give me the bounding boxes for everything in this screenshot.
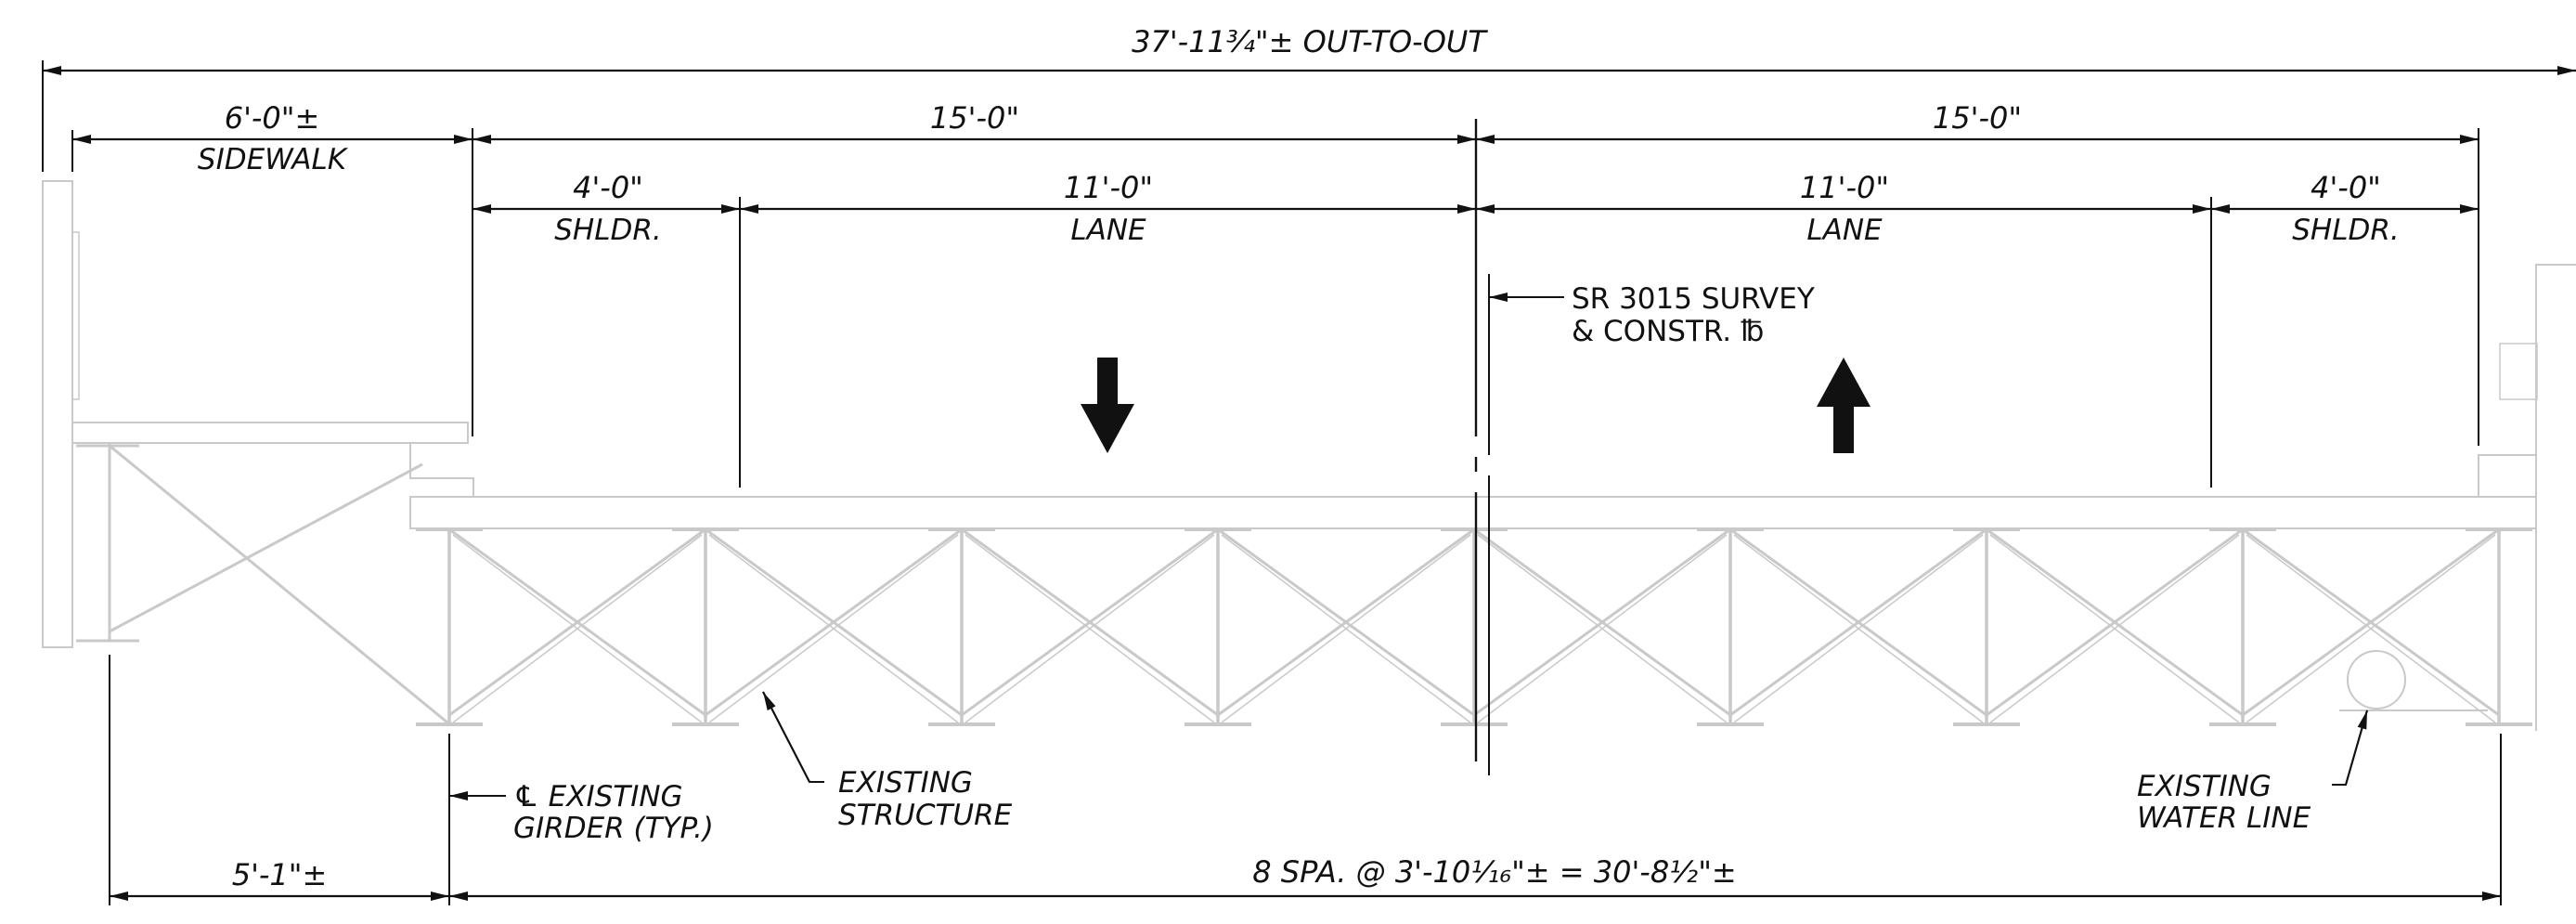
- sidewalk-dim-text: 6'-0"±: [225, 100, 320, 136]
- lane-left-dim-text: 11'-0": [1064, 170, 1153, 205]
- cross-brace-edge: [1477, 534, 1728, 723]
- traffic-arrow-up-icon: [1817, 358, 1871, 453]
- existing-girders: [416, 527, 2532, 726]
- lane-right-label: LANE: [1806, 214, 1883, 247]
- cross-brace: [1729, 527, 1987, 717]
- cross-brace-edge: [452, 534, 703, 723]
- structure-leader-arrow: [762, 691, 810, 783]
- cross-brace-edge: [964, 534, 1215, 723]
- cross-brace: [1986, 527, 2244, 717]
- girder-note-line2: GIRDER (TYP.): [513, 812, 714, 845]
- curb: [409, 443, 474, 497]
- cross-brace-edge: [1733, 534, 1984, 723]
- cross-brace-edge: [708, 534, 959, 723]
- water-note-line2: WATER LINE: [2137, 801, 2311, 835]
- cross-brace: [2242, 527, 2500, 717]
- water-line-pipe: [2347, 650, 2406, 709]
- overall-dim-text: 37'-11¾"± OUT-TO-OUT: [1132, 24, 1488, 59]
- survey-note-line2: & CONSTR. ℔: [1572, 315, 1764, 348]
- overhang-brace-2: [109, 462, 423, 633]
- lane-right-dim-text: 11'-0": [1800, 170, 1889, 205]
- cross-brace: [448, 527, 706, 717]
- structure-leader-line: [762, 691, 824, 783]
- overhang-dim-text: 5'-1"±: [232, 857, 328, 892]
- sidewalk-label: SIDEWALK: [198, 143, 349, 176]
- left-parapet: [42, 180, 73, 648]
- overhang-brace-1: [109, 444, 448, 724]
- shoulder-right-dim-text: 4'-0": [2311, 170, 2381, 205]
- cross-brace: [961, 527, 1219, 717]
- structure-note-line2: STRUCTURE: [838, 799, 1013, 832]
- dimension-lines: [42, 60, 2576, 905]
- structure-note-line1: EXISTING: [838, 766, 973, 800]
- shoulder-right-label: SHLDR.: [2292, 214, 2400, 247]
- sidewalk-slab: [71, 422, 469, 444]
- right-parapet: [2535, 264, 2576, 731]
- cross-brace: [1473, 527, 1731, 717]
- girder-note-line1: ℄ EXISTING: [513, 780, 683, 813]
- right-parapet-rail: [2499, 343, 2538, 400]
- right-barrier: [2478, 454, 2537, 497]
- cross-brace-edge: [2246, 534, 2496, 723]
- traffic-arrow-down-icon: [1081, 358, 1134, 453]
- half-left-dim-text: 15'-0": [930, 100, 1019, 136]
- girder-spacing-dim-text: 8 SPA. @ 3'-10¹⁄₁₆"± = 30'-8½"±: [1252, 854, 1736, 890]
- cross-brace-edge: [1221, 534, 1471, 723]
- cross-brace-edge: [1989, 534, 2240, 723]
- left-parapet-rail: [71, 231, 80, 400]
- survey-note-line1: SR 3015 SURVEY: [1572, 282, 1815, 316]
- existing-structure: [42, 180, 2576, 731]
- water-leader-arrow: [2345, 709, 2368, 786]
- half-right-dim-text: 15'-0": [1933, 100, 2022, 136]
- cross-brace: [705, 527, 963, 717]
- water-note-line1: EXISTING: [2137, 770, 2272, 803]
- deck-slab: [409, 496, 2537, 529]
- shoulder-left-label: SHLDR.: [554, 214, 662, 247]
- shoulder-left-dim-text: 4'-0": [573, 170, 643, 205]
- cross-brace: [1217, 527, 1475, 717]
- lane-left-label: LANE: [1070, 214, 1146, 247]
